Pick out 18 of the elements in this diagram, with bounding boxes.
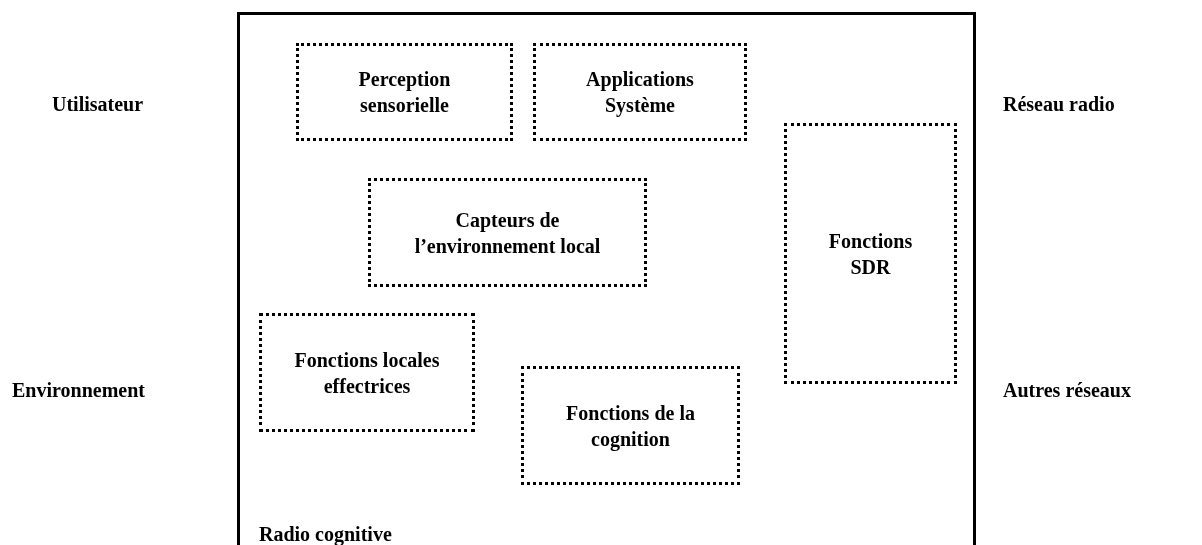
system-frame bbox=[237, 12, 976, 545]
side-label: Réseau radio bbox=[1003, 93, 1115, 116]
function-box bbox=[296, 43, 513, 141]
function-box bbox=[784, 123, 957, 384]
box-label: Fonctions locales effectrices bbox=[293, 347, 441, 399]
box-label: Perception sensorielle bbox=[357, 67, 452, 118]
frame-heading: Radio cognitive bbox=[259, 523, 392, 545]
function-box bbox=[521, 366, 740, 485]
side-label: Autres réseaux bbox=[1003, 379, 1131, 402]
box-label: Fonctions de la cognition bbox=[565, 400, 696, 452]
function-box bbox=[533, 43, 747, 141]
side-label: Utilisateur bbox=[52, 93, 144, 116]
box-label: Capteurs de l’environnement local bbox=[413, 207, 602, 259]
side-label: Environnement bbox=[12, 379, 145, 402]
function-box bbox=[259, 313, 475, 432]
box-label: Fonctions SDR bbox=[827, 228, 914, 280]
function-box bbox=[368, 178, 647, 287]
box-label: Applications Système bbox=[585, 67, 695, 118]
